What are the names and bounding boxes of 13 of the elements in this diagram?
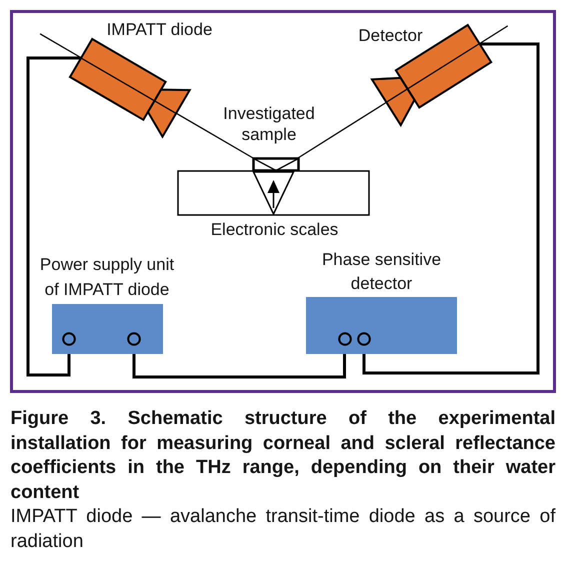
caption-note: IMPATT diode — avalanche transit-time diode as a source of radiation (10, 505, 556, 554)
figure-caption: Figure 3. Schematic structure of the experimental installation for measuring corneal and scleral reflectance coefficients in the THz range, depending on their water content (10, 407, 556, 504)
component-label: Detector (357, 26, 424, 46)
wire (362, 42, 540, 374)
component-label: Investigated sample (222, 102, 316, 144)
wire (26, 56, 82, 376)
component-label: Power supply unit of IMPATT diode (38, 254, 176, 301)
component-label: IMPATT diode (106, 20, 214, 40)
component-label: Electronic scales (210, 220, 340, 240)
wire (132, 354, 346, 378)
beam-line (176, 112, 254, 159)
component-label: Phase sensitive detector (320, 249, 442, 295)
beam-line (298, 102, 386, 159)
